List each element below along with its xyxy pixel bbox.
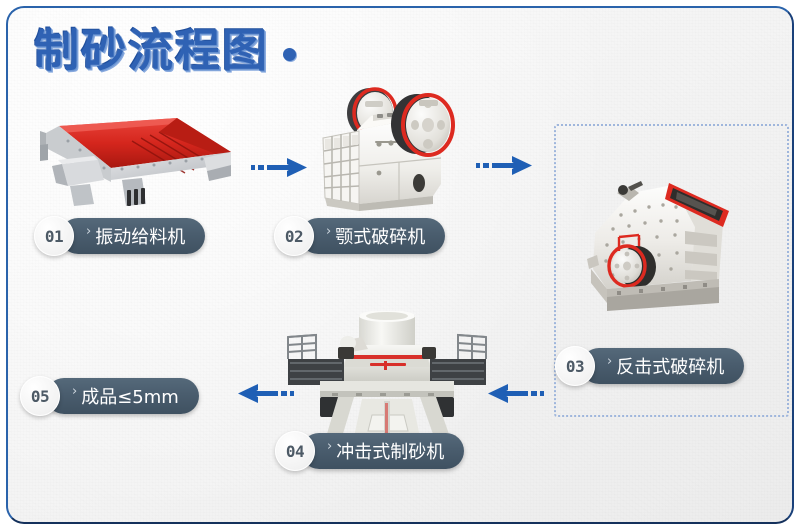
step-label-text-02: 颚式破碎机 [335, 227, 426, 248]
chevron-right-icon: › [326, 223, 332, 239]
chevron-right-icon: › [72, 383, 78, 399]
step-number-03: 03 [555, 346, 595, 386]
step-label-pill-03: › 反击式破碎机 [581, 348, 745, 384]
chevron-right-icon: › [607, 353, 613, 369]
vsi-sand-maker-image [276, 311, 498, 441]
step-badge-04[interactable]: 04 › 冲击式制砂机 [275, 431, 465, 471]
chevron-right-icon: › [327, 438, 333, 454]
step-label-pill-02: › 颚式破碎机 [300, 218, 446, 254]
step-label-text-03: 反击式破碎机 [616, 357, 725, 378]
flowchart-card: 制砂流程图 [6, 6, 794, 524]
jaw-crusher-image [313, 68, 483, 223]
step-label-text-05: 成品≤5mm [81, 387, 179, 408]
arrow-feeder-to-jaw [251, 156, 309, 180]
step-badge-01[interactable]: 01 › 振动给料机 [34, 216, 206, 256]
title-dot-icon [283, 47, 297, 61]
arrow-impact-to-vsi [486, 382, 544, 406]
step-label-text-04: 冲击式制砂机 [336, 442, 445, 463]
page-title: 制砂流程图 [34, 28, 297, 73]
step-number-01: 01 [34, 216, 74, 256]
step-label-text-01: 振动给料机 [95, 227, 186, 248]
arrow-jaw-to-impact [476, 154, 534, 178]
step-number-02: 02 [274, 216, 314, 256]
step-label-pill-05: › 成品≤5mm [46, 378, 199, 414]
step-label-pill-04: › 冲击式制砂机 [301, 433, 465, 469]
chevron-right-icon: › [86, 223, 92, 239]
page-title-text: 制砂流程图 [34, 24, 270, 77]
vibrating-feeder-image [26, 108, 236, 223]
step-label-pill-01: › 振动给料机 [60, 218, 206, 254]
step-badge-03[interactable]: 03 › 反击式破碎机 [555, 346, 745, 386]
step-number-05: 05 [20, 376, 60, 416]
impact-crusher-zone [554, 124, 789, 417]
step-badge-05[interactable]: 05 › 成品≤5mm [20, 376, 199, 416]
step-badge-02[interactable]: 02 › 颚式破碎机 [274, 216, 446, 256]
impact-crusher-image [573, 171, 763, 321]
arrow-vsi-to-product [236, 382, 294, 406]
step-number-04: 04 [275, 431, 315, 471]
